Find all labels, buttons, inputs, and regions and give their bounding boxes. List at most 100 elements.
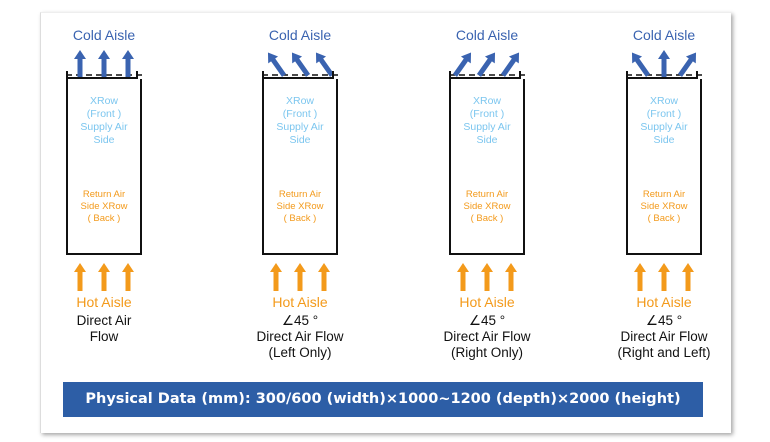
cold-air-arrow-icon xyxy=(631,52,651,77)
supply-line: (Front ) xyxy=(86,108,122,120)
hot-air-arrow-icon xyxy=(505,263,517,291)
xrow-rack-box xyxy=(626,79,702,255)
return-line: Return Air xyxy=(642,189,686,200)
hot-air-arrow-icon xyxy=(122,263,134,291)
hot-airflow-arrows xyxy=(74,263,134,291)
supply-line: XRow xyxy=(649,95,678,107)
caption-line: Flow xyxy=(89,329,119,344)
cold-air-arrow-icon xyxy=(658,50,670,78)
rack-top-bracket xyxy=(626,71,698,79)
return-line: ( Back ) xyxy=(283,213,317,224)
cold-air-arrow-icon xyxy=(267,52,287,77)
physical-data-banner: Physical Data (mm): 300/600 (width)×1000… xyxy=(63,382,703,417)
caption-line: Direct Air Flow xyxy=(620,329,708,344)
hot-air-arrow-icon xyxy=(270,263,282,291)
hot-air-arrow-icon xyxy=(658,263,670,291)
cold-airflow-arrows xyxy=(449,52,525,77)
caption-line: ∠45 ° xyxy=(645,313,683,328)
hot-air-arrow-icon xyxy=(98,263,110,291)
supply-line: (Front ) xyxy=(282,108,318,120)
supply-line: Supply Air xyxy=(276,121,324,133)
return-line: Side XRow xyxy=(276,201,324,212)
cold-air-arrow-icon xyxy=(74,50,86,78)
hot-airflow-arrows xyxy=(634,263,694,291)
caption-line: Direct Air xyxy=(76,313,132,328)
supply-line: XRow xyxy=(89,95,118,107)
airflow-caption: ∠45 °Direct Air Flow(Right Only) xyxy=(399,313,575,361)
airflow-caption: ∠45 °Direct Air Flow(Left Only) xyxy=(212,313,388,361)
return-line: Return Air xyxy=(465,189,509,200)
cold-air-arrow-icon xyxy=(677,52,697,77)
supply-line: Side xyxy=(476,134,498,146)
supply-line: (Front ) xyxy=(469,108,505,120)
supply-line: Side xyxy=(653,134,675,146)
hot-air-arrow-icon xyxy=(318,263,330,291)
supply-line: XRow xyxy=(472,95,501,107)
caption-line: (Right and Left) xyxy=(617,345,711,360)
hot-air-arrow-icon xyxy=(634,263,646,291)
caption-line: ∠45 ° xyxy=(281,313,319,328)
hot-aisle-label: Hot Aisle xyxy=(459,294,515,310)
return-line: Return Air xyxy=(278,189,322,200)
hot-air-arrow-icon xyxy=(481,263,493,291)
hot-aisle-label: Hot Aisle xyxy=(272,294,328,310)
caption-line: Direct Air Flow xyxy=(443,329,531,344)
supply-line: (Front ) xyxy=(646,108,682,120)
rack-top-bracket xyxy=(449,71,521,79)
supply-line: XRow xyxy=(285,95,314,107)
rack-top-bracket xyxy=(262,71,334,79)
xrow-rack-box xyxy=(262,79,338,255)
caption-line: (Left Only) xyxy=(268,345,332,360)
rack-top-bracket xyxy=(66,71,138,79)
hot-aisle-label: Hot Aisle xyxy=(76,294,132,310)
cold-air-arrow-icon xyxy=(122,50,134,78)
hot-air-arrow-icon xyxy=(74,263,86,291)
caption-line: ∠45 ° xyxy=(468,313,506,328)
cold-air-arrow-icon xyxy=(315,52,335,77)
xrow-rack-box xyxy=(66,79,142,255)
hot-airflow-arrows xyxy=(270,263,330,291)
supply-line: Supply Air xyxy=(463,121,511,133)
return-line: ( Back ) xyxy=(647,213,681,224)
supply-line: Side xyxy=(289,134,311,146)
cold-airflow-arrows xyxy=(626,50,702,78)
return-line: Side XRow xyxy=(463,201,511,212)
supply-line: Supply Air xyxy=(640,121,688,133)
cold-air-arrow-icon xyxy=(452,52,472,77)
return-line: Side XRow xyxy=(80,201,128,212)
airflow-caption: ∠45 °Direct Air Flow(Right and Left) xyxy=(576,313,752,361)
cold-airflow-arrows xyxy=(262,52,338,77)
cold-aisle-label: Cold Aisle xyxy=(72,27,136,43)
return-line: Return Air xyxy=(82,189,126,200)
hot-airflow-arrows xyxy=(457,263,517,291)
cold-airflow-arrows xyxy=(66,50,142,78)
supply-line: Supply Air xyxy=(80,121,128,133)
supply-line: Side xyxy=(93,134,115,146)
hot-air-arrow-icon xyxy=(457,263,469,291)
hot-air-arrow-icon xyxy=(294,263,306,291)
cold-air-arrow-icon xyxy=(98,50,110,78)
cold-aisle-label: Cold Aisle xyxy=(268,27,332,43)
xrow-rack-box xyxy=(449,79,525,255)
hot-aisle-label: Hot Aisle xyxy=(636,294,692,310)
cold-air-arrow-icon xyxy=(291,52,311,77)
cold-aisle-label: Cold Aisle xyxy=(632,27,696,43)
caption-line: Direct Air Flow xyxy=(256,329,344,344)
hot-air-arrow-icon xyxy=(682,263,694,291)
cold-air-arrow-icon xyxy=(500,52,520,77)
return-line: ( Back ) xyxy=(87,213,121,224)
return-line: ( Back ) xyxy=(470,213,504,224)
